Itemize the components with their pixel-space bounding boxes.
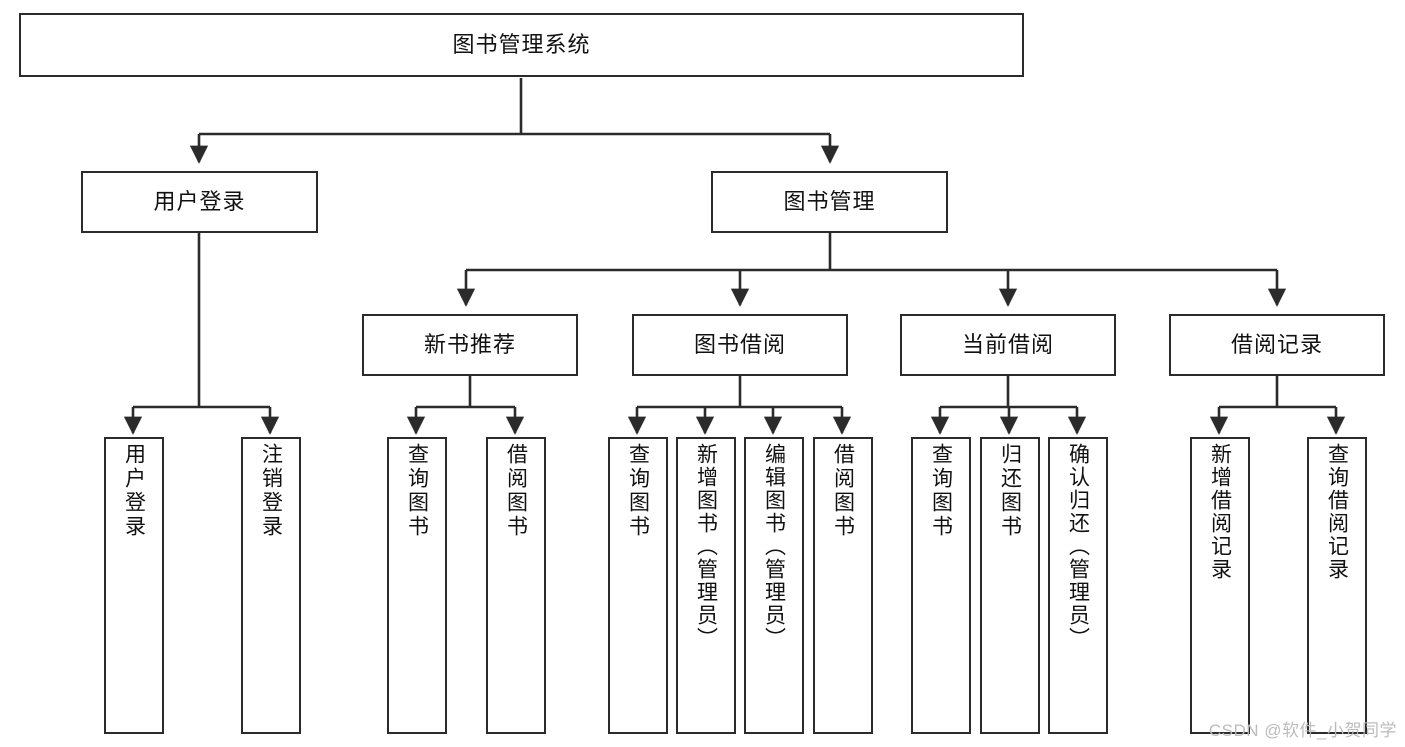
leaf-recommend-query-book[interactable]: 查询图书 (387, 437, 447, 734)
leaf-current-return-book[interactable]: 归还图书 (980, 437, 1040, 734)
node-label: 图书管理 (783, 189, 876, 215)
node-label: 确认归还（管理员） (1066, 443, 1090, 650)
leaf-logout-login[interactable]: 注销登录 (241, 437, 301, 734)
node-book-borrow[interactable]: 图书借阅 (632, 314, 848, 376)
node-label: 查询图书 (929, 443, 953, 539)
node-label: 归还图书 (998, 443, 1022, 539)
node-label: 当前借阅 (961, 332, 1054, 358)
leaf-borrow-edit-book-admin[interactable]: 编辑图书（管理员） (744, 437, 804, 734)
watermark-text: CSDN @软件_小贺同学 (1208, 721, 1397, 740)
leaf-current-query-book[interactable]: 查询图书 (911, 437, 971, 734)
leaf-borrow-borrow-book[interactable]: 借阅图书 (813, 437, 873, 734)
leaf-recommend-borrow-book[interactable]: 借阅图书 (486, 437, 546, 734)
node-label: 新书推荐 (423, 332, 516, 358)
leaf-user-login[interactable]: 用户登录 (104, 437, 164, 734)
node-current-borrow[interactable]: 当前借阅 (900, 314, 1116, 376)
node-book-management[interactable]: 图书管理 (711, 171, 948, 233)
node-label: 图书管理系统 (452, 32, 591, 58)
node-new-book-recommend[interactable]: 新书推荐 (362, 314, 578, 376)
node-label: 借阅图书 (504, 443, 528, 539)
node-label: 查询借阅记录 (1325, 443, 1349, 581)
node-label: 新增借阅记录 (1208, 443, 1232, 581)
node-borrow-record[interactable]: 借阅记录 (1169, 314, 1385, 376)
node-label: 编辑图书（管理员） (762, 443, 786, 650)
node-label: 查询图书 (626, 443, 650, 539)
node-label: 用户登录 (122, 443, 146, 539)
node-user-login[interactable]: 用户登录 (81, 171, 318, 233)
node-label: 图书借阅 (693, 332, 786, 358)
node-label: 借阅图书 (831, 443, 855, 539)
leaf-borrow-query-book[interactable]: 查询图书 (608, 437, 668, 734)
node-root-system[interactable]: 图书管理系统 (19, 13, 1024, 77)
leaf-current-confirm-return-admin[interactable]: 确认归还（管理员） (1048, 437, 1108, 734)
leaf-record-add-record[interactable]: 新增借阅记录 (1190, 437, 1250, 734)
leaf-borrow-add-book-admin[interactable]: 新增图书（管理员） (676, 437, 736, 734)
node-label: 注销登录 (259, 443, 283, 539)
node-label: 新增图书（管理员） (694, 443, 718, 650)
node-label: 用户登录 (153, 189, 246, 215)
node-label: 查询图书 (405, 443, 429, 539)
leaf-record-query-record[interactable]: 查询借阅记录 (1307, 437, 1367, 734)
node-label: 借阅记录 (1230, 332, 1323, 358)
